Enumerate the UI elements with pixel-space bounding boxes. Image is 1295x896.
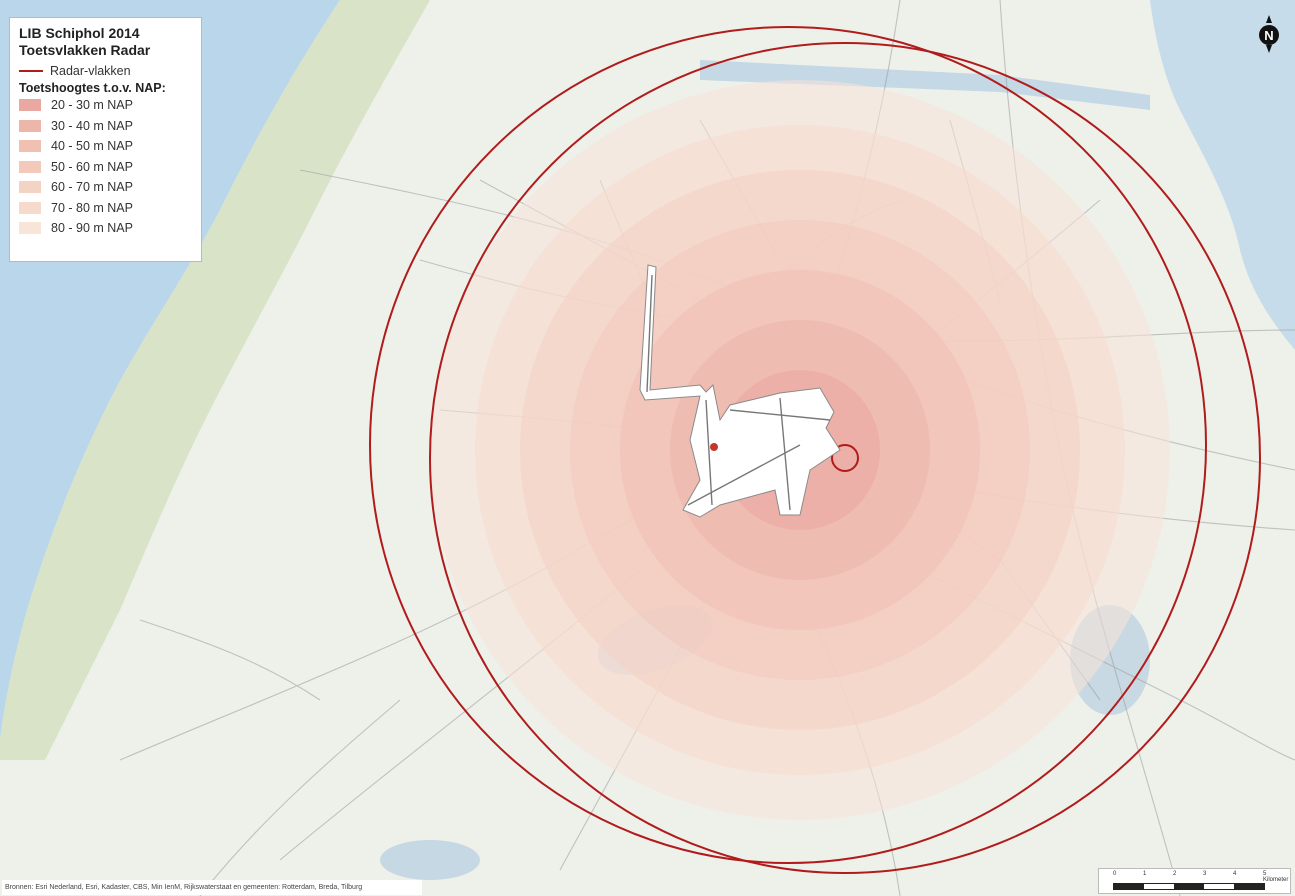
legend-class-swatch: [19, 119, 41, 132]
legend-class-item: 20 - 30 m NAP: [19, 95, 192, 116]
map-credits: Bronnen: Esri Nederland, Esri, Kadaster,…: [2, 880, 422, 895]
legend-class-swatch: [19, 140, 41, 153]
legend-class-label: 80 - 90 m NAP: [51, 221, 133, 236]
legend-class-item: 50 - 60 m NAP: [19, 157, 192, 178]
legend-class-label: 30 - 40 m NAP: [51, 118, 133, 133]
ijmeer-water: [1150, 0, 1295, 350]
legend: LIB Schiphol 2014 Toetsvlakken Radar Rad…: [9, 17, 202, 262]
radar-surface-circle-west[interactable]: [369, 26, 1207, 864]
lake-south: [380, 840, 480, 880]
legend-class-item: 70 - 80 m NAP: [19, 198, 192, 219]
legend-class-swatch: [19, 160, 41, 173]
north-arrow-label: N: [1264, 28, 1273, 43]
legend-class-swatch: [19, 201, 41, 214]
scale-tick-label: 0: [1113, 871, 1117, 877]
legend-class-swatch: [19, 181, 41, 194]
legend-class-label: 40 - 50 m NAP: [51, 139, 133, 154]
schiphol-airport-footprint[interactable]: [639, 264, 841, 518]
scale-tick-label: 4: [1233, 871, 1237, 877]
legend-class-item: 60 - 70 m NAP: [19, 177, 192, 198]
scale-bar-ticks: 0 1 2 3 4 5 Kilometer: [1113, 871, 1288, 883]
legend-height-classes: 20 - 30 m NAP 30 - 40 m NAP 40 - 50 m NAP 5…: [19, 95, 192, 239]
legend-class-swatch: [19, 222, 41, 235]
scale-tick-label: 5 Kilometer: [1263, 871, 1289, 883]
scale-tick-label: 3: [1203, 871, 1207, 877]
legend-class-item: 30 - 40 m NAP: [19, 116, 192, 137]
legend-class-swatch: [19, 99, 41, 112]
dune-strip: [0, 0, 430, 760]
ij-channel: [700, 60, 1150, 110]
north-arrow-icon: N: [1259, 15, 1279, 53]
legend-class-label: 60 - 70 m NAP: [51, 180, 133, 195]
radar-surface-circle-east[interactable]: [429, 42, 1261, 874]
scale-tick-label: 2: [1173, 871, 1177, 877]
legend-radar-line-entry: Radar-vlakken: [19, 64, 192, 78]
legend-class-item: 40 - 50 m NAP: [19, 136, 192, 157]
scale-tick-label: 1: [1143, 871, 1147, 877]
scale-bar-graphic: [1113, 883, 1265, 890]
radar-site-circle[interactable]: [831, 444, 859, 472]
legend-title-line2: Toetsvlakken Radar: [19, 42, 151, 58]
legend-title-line1: LIB Schiphol 2014: [19, 25, 140, 41]
scale-bar: 0 1 2 3 4 5 Kilometer: [1098, 868, 1291, 894]
radar-line-swatch: [19, 70, 43, 72]
runways: [646, 274, 831, 511]
legend-class-label: 70 - 80 m NAP: [51, 200, 133, 215]
legend-heights-heading: Toetshoogtes t.o.v. NAP:: [19, 81, 166, 95]
legend-class-item: 80 - 90 m NAP: [19, 218, 192, 239]
airport-marker: [710, 443, 718, 451]
radar-line-label: Radar-vlakken: [50, 64, 131, 78]
north-arrow: N: [1258, 15, 1280, 53]
legend-class-label: 20 - 30 m NAP: [51, 98, 133, 113]
legend-class-label: 50 - 60 m NAP: [51, 159, 133, 174]
